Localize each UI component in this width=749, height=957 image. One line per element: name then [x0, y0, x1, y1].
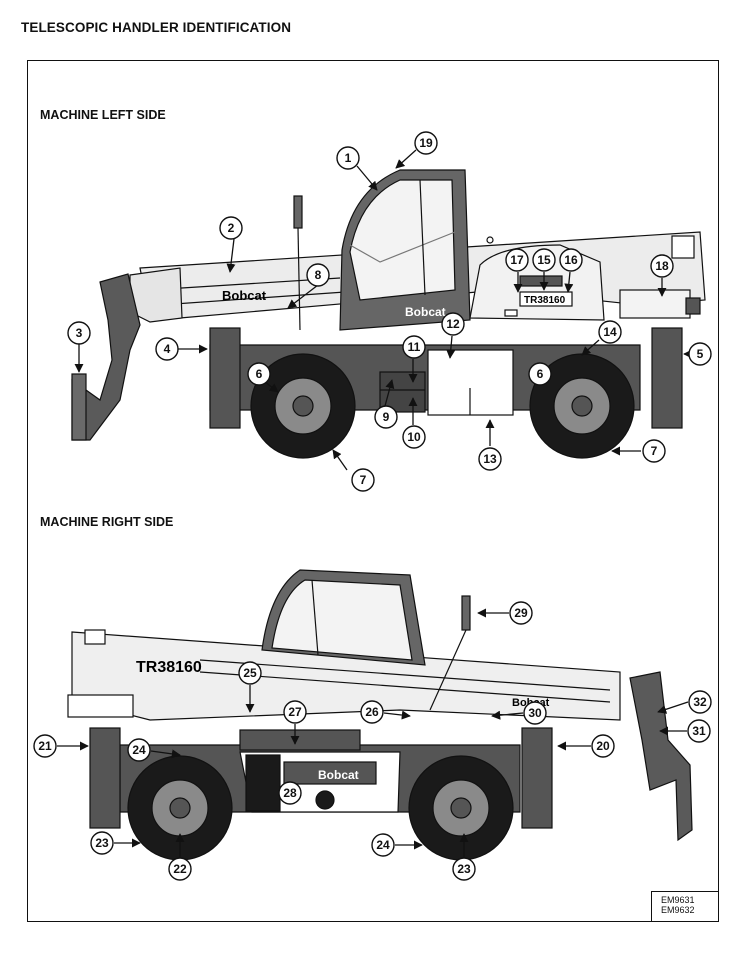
svg-text:2: 2: [228, 221, 235, 235]
callout-21: 21: [33, 734, 57, 758]
image-code-box: EM9631 EM9632: [651, 891, 719, 922]
callout-6a: 6: [247, 362, 271, 386]
svg-text:21: 21: [38, 739, 52, 753]
callout-7b: 7: [642, 439, 666, 463]
callout-8: 8: [306, 263, 330, 287]
callout-4: 4: [155, 337, 179, 361]
callout-17: 17: [505, 248, 529, 272]
svg-text:3: 3: [76, 326, 83, 340]
callout-11: 11: [402, 335, 426, 359]
svg-text:7: 7: [651, 444, 658, 458]
svg-text:1: 1: [345, 151, 352, 165]
callout-1: 1: [336, 146, 360, 170]
svg-text:6: 6: [256, 367, 263, 381]
model-label-left: TR38160: [524, 295, 566, 306]
callout-3: 3: [67, 321, 91, 345]
callout-30: 30: [523, 701, 547, 725]
svg-text:11: 11: [408, 340, 421, 354]
callout-19: 19: [414, 131, 438, 155]
callout-24b: 24: [371, 833, 395, 857]
callout-bubbles-left: 1 2 3 4 5 6 6 7 7 8 9 10 11 12 13 14 15 …: [67, 131, 712, 492]
svg-text:17: 17: [510, 253, 524, 267]
callout-5: 5: [688, 342, 712, 366]
callout-20: 20: [591, 734, 615, 758]
svg-text:7: 7: [360, 473, 367, 487]
model-label-right: TR38160: [136, 659, 202, 676]
svg-text:32: 32: [693, 695, 707, 709]
callout-10: 10: [402, 425, 426, 449]
svg-text:5: 5: [697, 347, 704, 361]
callout-bubbles-right: 20 21 22 23 23 24 24 25 26 27 28 29 30 3…: [33, 601, 712, 881]
callouts-left: [74, 149, 693, 471]
svg-text:6: 6: [537, 367, 544, 381]
diagram-frame: [27, 60, 719, 922]
svg-text:28: 28: [283, 786, 297, 800]
callout-12: 12: [441, 312, 465, 336]
svg-text:30: 30: [528, 706, 542, 720]
callout-25: 25: [238, 661, 262, 685]
callout-2: 2: [219, 216, 243, 240]
callout-9: 9: [374, 405, 398, 429]
callout-31: 31: [687, 719, 711, 743]
callout-16: 16: [559, 248, 583, 272]
right-side-title: MACHINE RIGHT SIDE: [40, 515, 174, 529]
callout-26: 26: [360, 700, 384, 724]
svg-text:24: 24: [132, 743, 146, 757]
left-brand-labels: Bobcat Bobcat Bobcat TR38160: [222, 288, 566, 381]
callout-28: 28: [278, 781, 302, 805]
svg-text:31: 31: [692, 724, 706, 738]
svg-text:14: 14: [603, 325, 617, 339]
callout-23b: 23: [452, 857, 476, 881]
svg-text:27: 27: [288, 705, 302, 719]
chassis-brand-logo: Bobcat: [458, 367, 499, 381]
svg-text:13: 13: [483, 452, 497, 466]
right-chassis-brand-logo: Bobcat: [318, 768, 359, 782]
svg-text:12: 12: [446, 317, 460, 331]
svg-text:26: 26: [365, 705, 379, 719]
svg-text:18: 18: [655, 259, 669, 273]
callouts-right: [57, 608, 689, 858]
svg-text:9: 9: [383, 410, 390, 424]
image-code-1: EM9631: [661, 895, 695, 905]
svg-text:23: 23: [457, 862, 471, 876]
left-side-title: MACHINE LEFT SIDE: [40, 108, 166, 122]
left-machine-drawing: [71, 169, 706, 459]
callout-24a: 24: [127, 738, 151, 762]
callout-32: 32: [688, 690, 712, 714]
svg-text:10: 10: [407, 430, 421, 444]
svg-text:24: 24: [376, 838, 390, 852]
callout-6b: 6: [528, 362, 552, 386]
boom-brand-logo: Bobcat: [222, 288, 267, 303]
cab-brand-logo: Bobcat: [405, 305, 446, 319]
svg-text:19: 19: [419, 136, 433, 150]
callout-23a: 23: [90, 831, 114, 855]
callout-13: 13: [478, 447, 502, 471]
image-code-2: EM9632: [661, 905, 695, 915]
callout-29: 29: [509, 601, 533, 625]
page-title: TELESCOPIC HANDLER IDENTIFICATION: [21, 20, 292, 35]
callout-7a: 7: [351, 468, 375, 492]
svg-text:4: 4: [164, 342, 171, 356]
svg-text:23: 23: [95, 836, 109, 850]
svg-text:29: 29: [514, 606, 528, 620]
callout-14: 14: [598, 320, 622, 344]
svg-text:15: 15: [537, 253, 551, 267]
svg-text:8: 8: [315, 268, 322, 282]
svg-text:20: 20: [596, 739, 610, 753]
callout-22: 22: [168, 857, 192, 881]
svg-text:16: 16: [564, 253, 578, 267]
callout-15: 15: [532, 248, 556, 272]
svg-text:22: 22: [173, 862, 187, 876]
svg-text:25: 25: [243, 666, 257, 680]
callout-18: 18: [650, 254, 674, 278]
callout-27: 27: [283, 700, 307, 724]
